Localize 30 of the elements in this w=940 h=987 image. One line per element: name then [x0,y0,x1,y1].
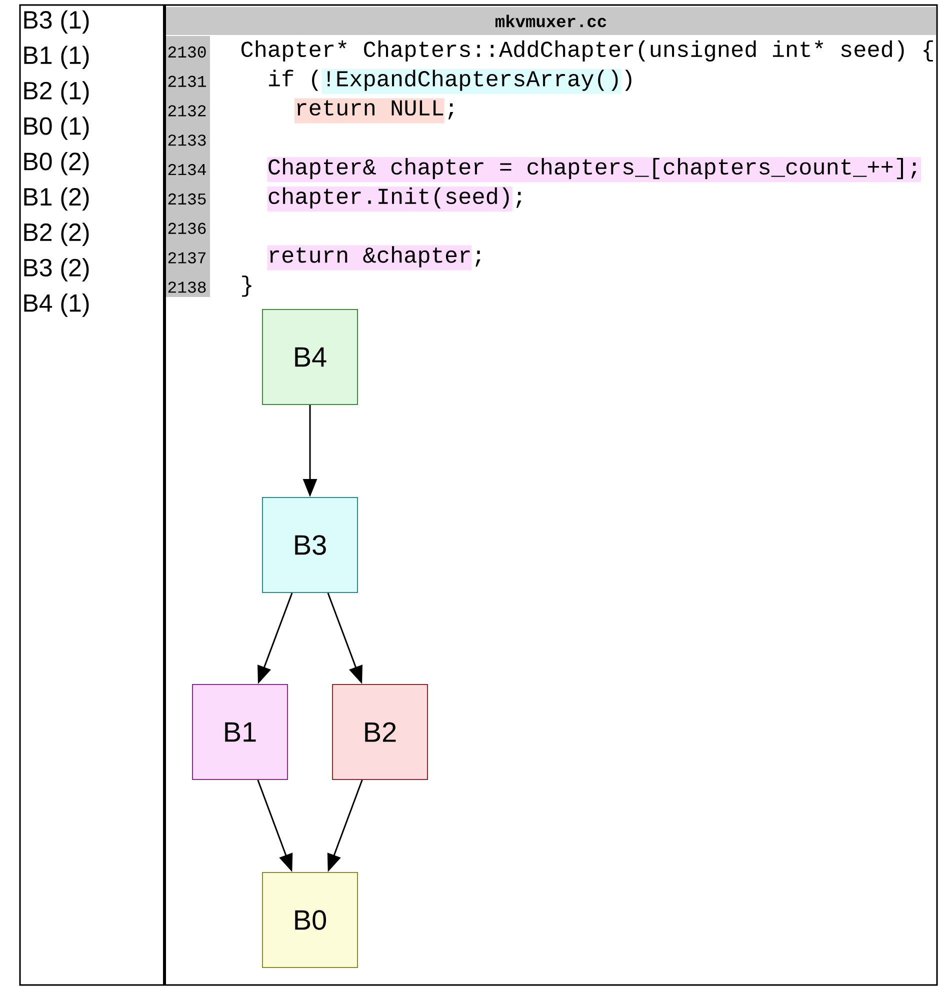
list-item: B3 (2) [24,258,89,282]
block-box: B2 [332,684,428,780]
line-number: 2131 [168,76,206,87]
list-item: B1 (1) [24,46,89,70]
list-item: B0 (2) [24,152,89,176]
line-number: 2134 [168,164,206,176]
line-number: 2132 [168,105,206,116]
code-line: return &chapter; [267,245,480,270]
list-item: B1 (2) [24,187,89,211]
line-number: 2136 [168,222,206,234]
line-number: 2133 [168,134,206,146]
list-item: B2 (1) [24,81,89,104]
list-item: B0 (1) [24,116,89,140]
line-number: 2130 [168,46,206,58]
code-line: if (!ExpandChaptersArray()) [268,68,632,94]
block-box: B1 [192,684,288,780]
list-item: B3 (1) [24,10,89,34]
code-line: } [242,276,252,297]
block-box: B0 [262,872,358,968]
line-number: 2135 [168,193,206,205]
line-number: 2138 [168,282,206,293]
block-box: B4 [262,309,358,405]
file-header: mkvmuxer.cc [166,7,936,35]
code-line: Chapter* Chapters::AddChapter(unsigned int* seed) { [241,40,933,62]
line-number: 2137 [168,252,206,264]
code-line: return NULL; [294,98,454,124]
list-item: B4 (1) [24,294,89,317]
code-line: chapter.Init(seed); [267,186,522,212]
list-item: B2 (2) [24,222,89,246]
block-box: B3 [262,497,358,593]
